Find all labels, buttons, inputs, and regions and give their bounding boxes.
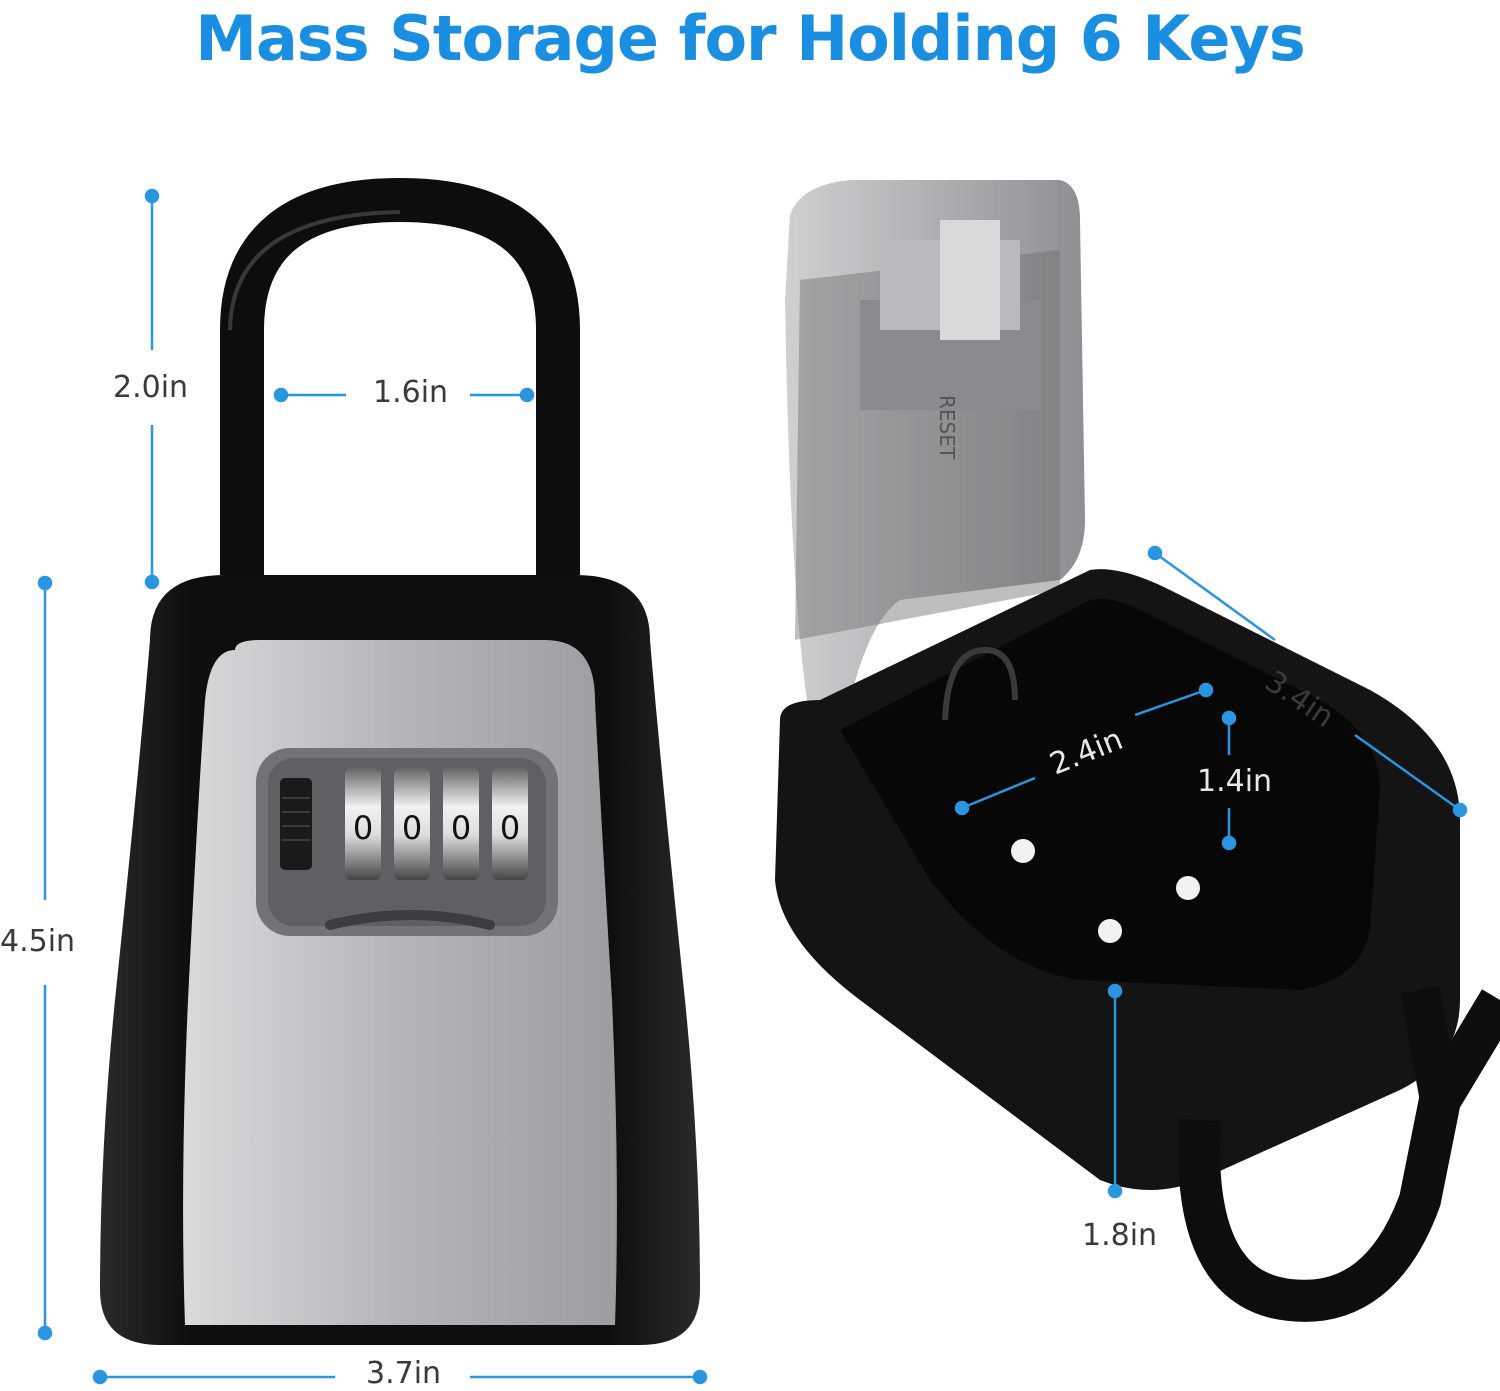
dial-digit: 0	[500, 809, 520, 847]
open-shackle	[1178, 989, 1500, 1322]
dial-digit: 0	[451, 809, 471, 847]
mount-hole	[1176, 876, 1200, 900]
shackle-clearance-label: 1.8in	[1082, 1218, 1158, 1253]
reset-label: RESET	[935, 395, 959, 460]
mount-hole	[1098, 919, 1122, 943]
shackle-height-label: 2.0in	[113, 370, 189, 405]
dial-digit: 0	[353, 809, 373, 847]
body-width-label: 3.7in	[366, 1356, 442, 1391]
body-height-label: 4.5in	[0, 924, 76, 959]
lockbox-face	[183, 640, 617, 1325]
key-hook	[942, 646, 1018, 721]
dimension-lines	[37, 188, 1468, 1385]
shackle-width-label: 1.6in	[373, 375, 449, 410]
shackle	[220, 177, 580, 575]
page-title: Mass Storage for Holding 6 Keys	[195, 2, 1306, 75]
unlock-slider	[280, 778, 312, 870]
dial-digit: 0	[402, 809, 422, 847]
mount-hole	[1011, 839, 1035, 863]
closed-lockbox: 0 0 0 0	[100, 177, 700, 1345]
tray-cavity	[840, 598, 1380, 990]
combination-wheels: 0 0 0 0	[345, 768, 528, 880]
open-lockbox: RESET	[775, 180, 1500, 1322]
compartment-depth-label: 1.4in	[1197, 764, 1273, 799]
